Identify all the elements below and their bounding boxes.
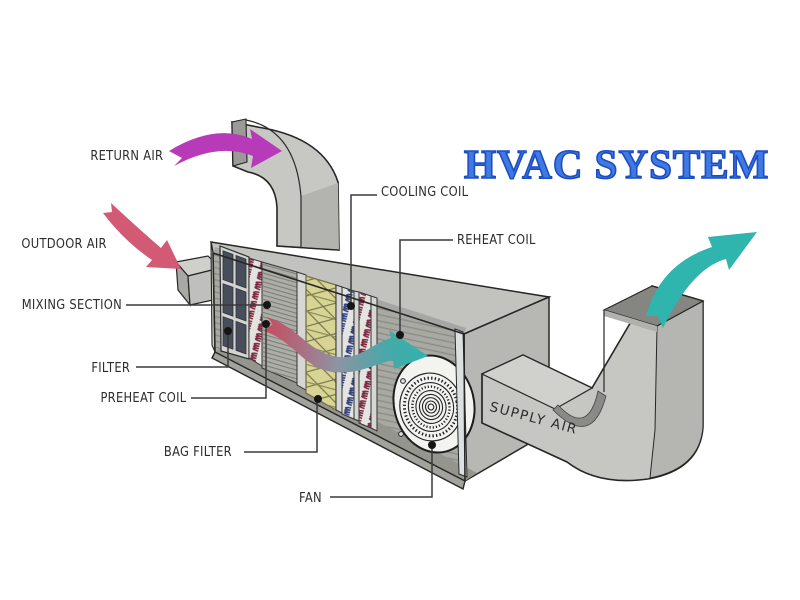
leader-filter (136, 331, 229, 368)
leader-fan (330, 446, 433, 498)
leader-preheat-coil (191, 324, 267, 399)
return-air-arrow (169, 129, 282, 168)
leader-reheat-coil (399, 239, 453, 334)
fan-bolt (400, 378, 406, 384)
dot-reheat-coil (396, 331, 404, 339)
label-cooling-coil: COOLING COIL (381, 182, 469, 200)
dot-cooling-coil (347, 302, 355, 310)
label-bag-filter: BAG FILTER (164, 442, 232, 460)
leader-bag-filter (244, 400, 318, 453)
label-outdoor-air: OUTDOOR AIR (21, 234, 107, 252)
supply-duct (480, 285, 705, 482)
leader-cooling-coil (350, 194, 377, 305)
dot-filter (224, 327, 232, 335)
leader-lines (126, 194, 453, 498)
supply-air-arrow (646, 232, 757, 328)
dot-fan (428, 441, 436, 449)
fan-bolt (398, 431, 404, 437)
label-mixing-section: MIXING SECTION (21, 295, 122, 313)
partition (296, 271, 307, 391)
leader-dots (224, 301, 436, 449)
label-preheat-coil: PREHEAT COIL (100, 388, 186, 406)
outdoor-air-arrow (103, 203, 181, 269)
label-filter: FILTER (91, 358, 130, 376)
cabinet-bottom-band (211, 351, 466, 491)
cabinet-front-edges (212, 252, 466, 482)
label-fan: FAN (299, 488, 322, 506)
internal-flow-arrow (264, 317, 428, 373)
label-return-air: RETURN AIR (90, 146, 163, 164)
dot-preheat-coil (262, 320, 270, 328)
dot-bag-filter (314, 395, 322, 403)
diagram-title: HVAC SYSTEM (463, 140, 770, 188)
label-reheat-coil: REHEAT COIL (457, 230, 536, 248)
dot-mixing-section (263, 301, 271, 309)
partition (335, 284, 343, 414)
bag-filter-panel (305, 275, 337, 412)
